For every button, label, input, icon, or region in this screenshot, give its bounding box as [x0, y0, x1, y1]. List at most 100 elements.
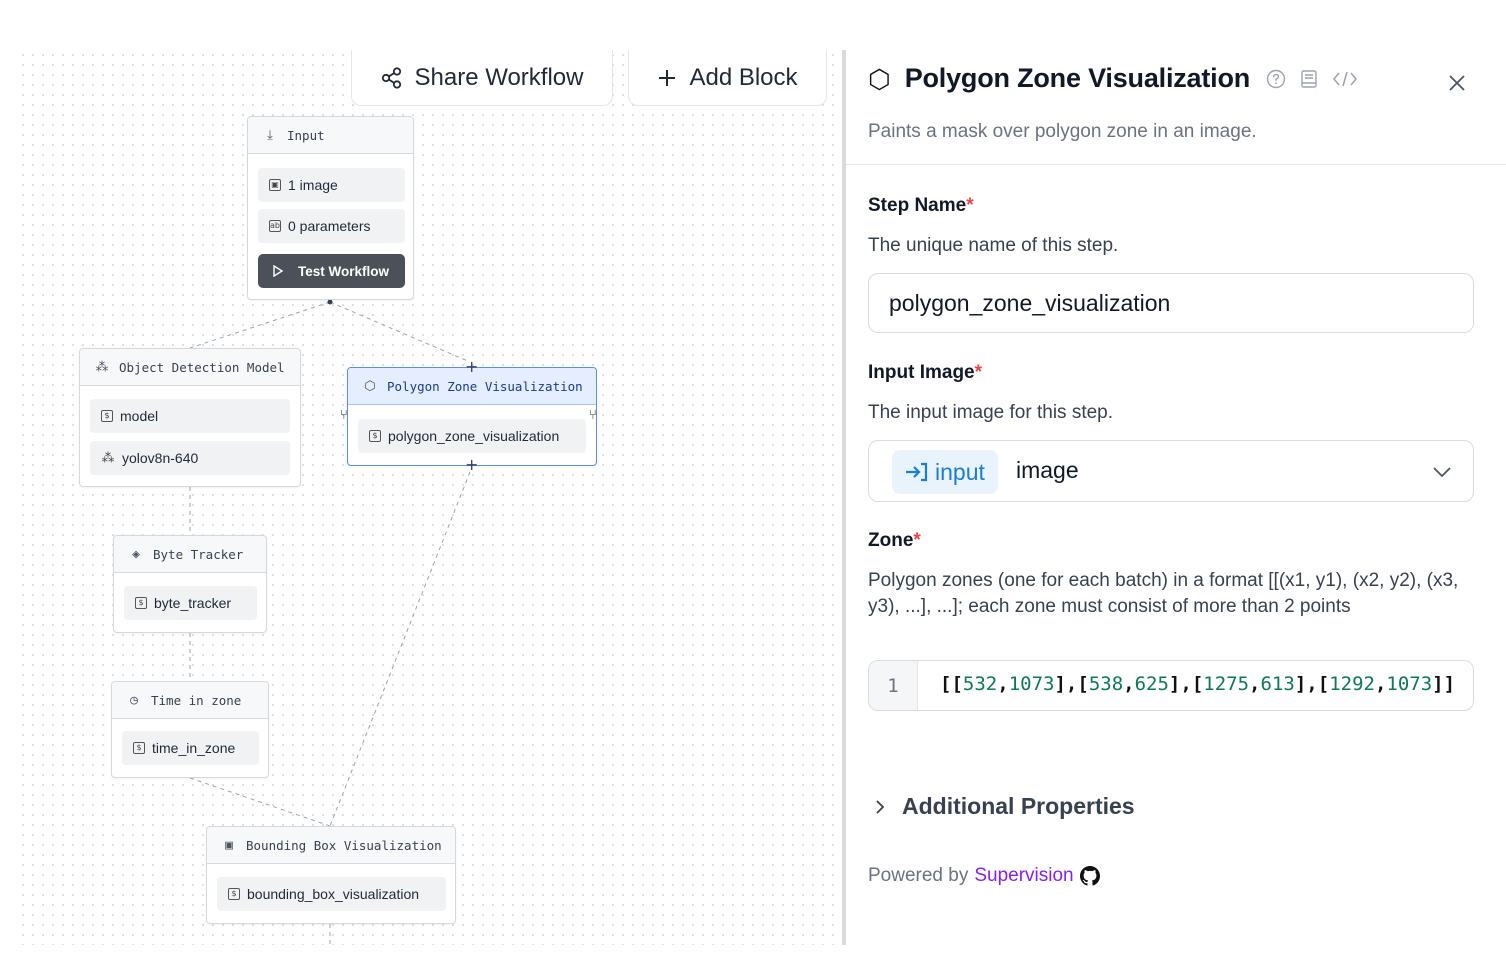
input-image-select[interactable]: input image — [868, 440, 1474, 502]
zone-label: Zone* — [868, 530, 921, 552]
add-block-label: Add Block — [689, 63, 798, 91]
label-text: Input Image — [868, 362, 975, 383]
chip-label: model — [120, 408, 159, 424]
test-workflow-button[interactable]: Test Workflow — [258, 254, 405, 288]
download-icon: ⤓ — [267, 127, 273, 143]
input-source-pill: input — [892, 450, 998, 494]
panel-resize-handle[interactable] — [842, 50, 846, 945]
input-source-label: input — [935, 458, 985, 485]
hexagon-icon: ⬡ — [868, 63, 891, 94]
divider — [846, 164, 1506, 165]
input-image-help: The input image for this step. — [868, 402, 1114, 423]
output-chip[interactable]: $ model — [90, 399, 290, 433]
chevron-right-icon — [876, 799, 885, 814]
share-icon — [381, 66, 401, 89]
panel-description: Paints a mask over polygon zone in an im… — [868, 121, 1257, 142]
detection-icon: ⁂ — [95, 359, 109, 375]
step-name-field[interactable]: polygon_zone_visualization — [868, 273, 1474, 333]
code-icon[interactable] — [1332, 69, 1358, 89]
zone-x-value: 538 — [1088, 673, 1124, 695]
output-chip[interactable]: $ bounding_box_visualization — [217, 877, 446, 911]
chip-label: bounding_box_visualization — [247, 886, 420, 902]
supervision-link[interactable]: Supervision — [974, 865, 1074, 886]
node-header: ▣ Bounding Box Visualization — [207, 827, 455, 864]
node-title: Bounding Box Visualization — [246, 837, 442, 853]
chip-label: yolov8n-640 — [122, 450, 199, 466]
zone-y-value: 613 — [1260, 673, 1295, 695]
required-mark: * — [913, 530, 921, 551]
node-title: Input — [287, 127, 325, 143]
docs-book-icon[interactable] — [1300, 69, 1318, 89]
node-title: Byte Tracker — [153, 546, 244, 562]
label-text: Zone — [868, 530, 914, 551]
play-icon — [273, 265, 284, 277]
tracker-icon: ◈ — [132, 546, 140, 562]
node-header: ⬡ Polygon Zone Visualization — [348, 368, 596, 405]
timer-icon: ◷ — [130, 692, 138, 708]
node-input[interactable]: ⤓ Input ▣ 1 image ab 0 parameters Test W… — [247, 116, 414, 300]
model-id-chip[interactable]: ⁂ yolov8n-640 — [90, 441, 290, 475]
node-polygon-zone[interactable]: ⬡ Polygon Zone Visualization $ polygon_z… — [347, 367, 597, 466]
output-chip[interactable]: $ polygon_zone_visualization — [358, 419, 586, 453]
branch-left-icon[interactable]: ⑂ — [340, 408, 348, 423]
zone-code-text[interactable]: [[532,1073],[538,625],[1275,613],[1292,1… — [940, 673, 1456, 695]
node-header: ◈ Byte Tracker — [114, 536, 266, 573]
required-mark: * — [966, 195, 974, 216]
input-images-chip[interactable]: ▣ 1 image — [258, 168, 405, 202]
input-image-value: image — [1016, 457, 1079, 483]
zone-code-editor[interactable]: 1 [[532,1073],[538,625],[1275,613],[1292… — [868, 660, 1474, 711]
line-number: 1 — [869, 661, 918, 710]
variable-icon: $ — [133, 742, 145, 754]
parameters-icon: ab — [269, 220, 281, 232]
close-icon[interactable] — [1448, 68, 1466, 99]
output-chip[interactable]: $ time_in_zone — [122, 731, 259, 765]
help-icon[interactable] — [1266, 69, 1286, 89]
node-time-in-zone[interactable]: ◷ Time in zone $ time_in_zone — [111, 681, 269, 778]
node-byte-tracker[interactable]: ◈ Byte Tracker $ byte_tracker — [113, 535, 267, 633]
panel-title: Polygon Zone Visualization — [904, 63, 1251, 93]
share-workflow-label: Share Workflow — [414, 63, 584, 91]
zone-x-value: 532 — [962, 673, 998, 695]
chip-label: time_in_zone — [152, 740, 236, 756]
plus-icon — [659, 69, 676, 86]
required-mark: * — [974, 362, 983, 383]
output-chip[interactable]: $ byte_tracker — [124, 586, 257, 620]
test-workflow-label: Test Workflow — [298, 263, 390, 279]
share-workflow-button[interactable]: Share Workflow — [351, 50, 613, 106]
step-name-label: Step Name* — [868, 195, 974, 217]
node-title: Time in zone — [151, 692, 242, 708]
chip-label: polygon_zone_visualization — [388, 428, 560, 444]
bounding-box-icon: ▣ — [225, 837, 233, 853]
node-bounding-box[interactable]: ▣ Bounding Box Visualization $ bounding_… — [206, 826, 456, 924]
panel-title-actions — [1266, 69, 1358, 89]
detection-icon: ⁂ — [101, 450, 115, 466]
node-header: ⁂ Object Detection Model — [80, 349, 300, 386]
zone-y-value: 1073 — [1386, 673, 1433, 695]
zone-y-value: 1073 — [1008, 673, 1055, 695]
add-block-button[interactable]: Add Block — [628, 50, 827, 106]
node-header: ◷ Time in zone — [112, 682, 268, 719]
node-title: Polygon Zone Visualization — [387, 378, 583, 394]
workflow-canvas[interactable] — [18, 50, 840, 945]
variable-icon: $ — [101, 410, 113, 422]
add-input-handle[interactable]: + — [465, 357, 479, 376]
variable-icon: $ — [135, 597, 147, 609]
sign-in-arrow-icon — [906, 462, 928, 482]
powered-prefix: Powered by — [868, 865, 969, 886]
node-title: Object Detection Model — [119, 359, 285, 375]
powered-by: Powered by Supervision — [868, 865, 1100, 887]
zone-x-value: 1292 — [1329, 673, 1375, 695]
github-icon[interactable] — [1079, 866, 1100, 886]
chip-label: 1 image — [288, 177, 338, 193]
zone-y-value: 625 — [1134, 673, 1169, 695]
branch-right-icon[interactable]: ⑂ — [589, 408, 597, 423]
label-text: Step Name — [868, 195, 967, 216]
add-output-handle[interactable]: + — [465, 455, 479, 474]
node-object-detection[interactable]: ⁂ Object Detection Model $ model ⁂ yolov… — [79, 348, 301, 487]
zone-x-value: 1275 — [1203, 673, 1250, 695]
input-params-chip[interactable]: ab 0 parameters — [258, 209, 405, 243]
additional-properties-toggle[interactable]: Additional Properties — [874, 793, 1135, 820]
variable-icon: $ — [228, 888, 240, 900]
step-name-value: polygon_zone_visualization — [889, 290, 1171, 316]
image-icon: ▣ — [269, 179, 281, 191]
